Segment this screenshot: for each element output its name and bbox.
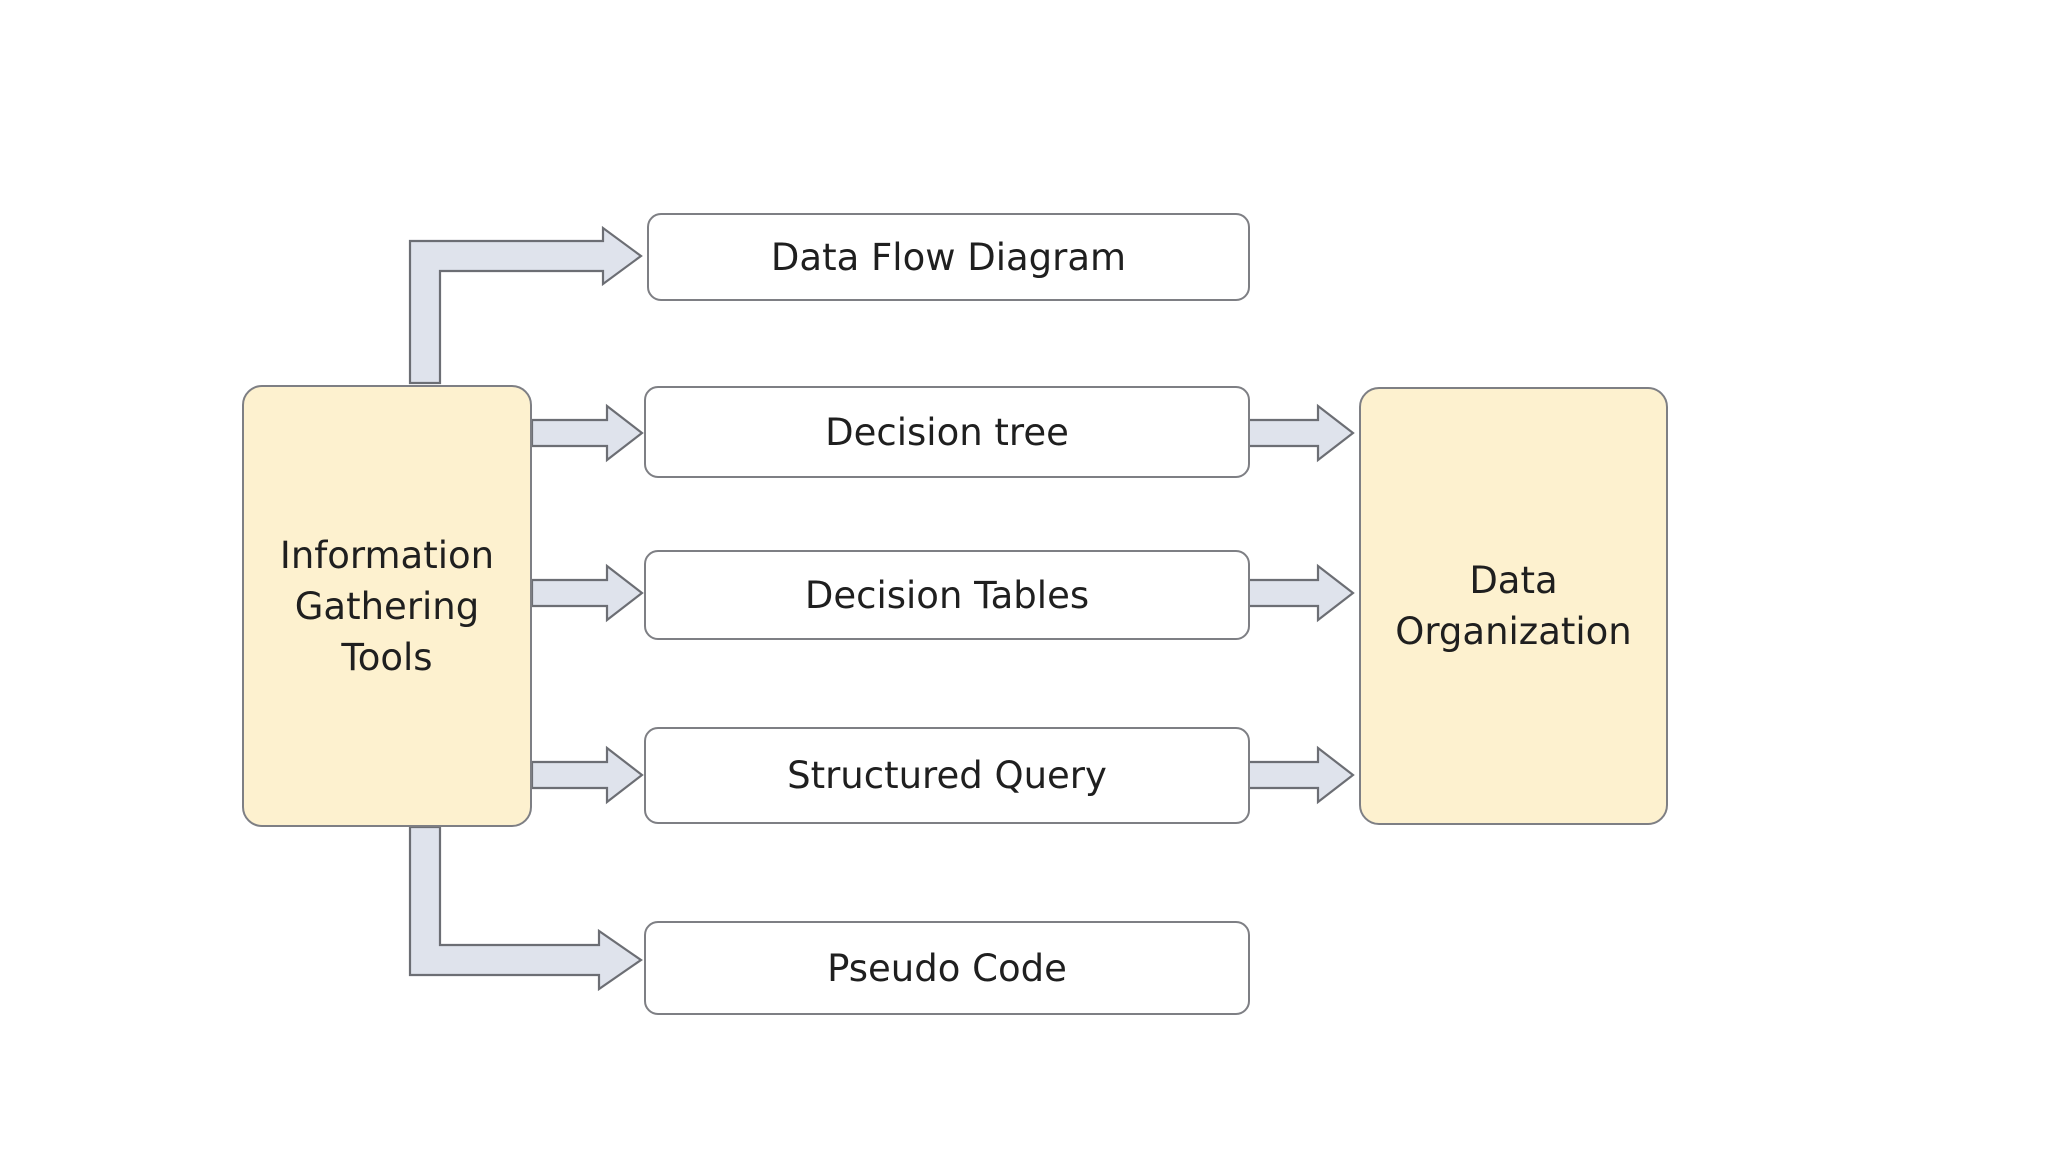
source-label-line-1: Information — [279, 533, 495, 577]
pseudo-code-label: Pseudo Code — [827, 946, 1067, 990]
target-label-line-1: Data — [1469, 559, 1558, 602]
decision-tree-box: Decision tree — [644, 386, 1250, 478]
information-gathering-tools-box: Information Gathering Tools — [242, 385, 532, 827]
arrow-to-pseudo-code — [408, 825, 643, 992]
arrow-decision-tables-to-data-organization — [1246, 563, 1355, 623]
decision-tables-label: Decision Tables — [804, 573, 1090, 617]
arrow-to-structured-query — [530, 745, 644, 805]
decision-tree-label: Decision tree — [825, 410, 1069, 454]
pseudo-code-box: Pseudo Code — [644, 921, 1250, 1015]
arrow-to-decision-tree — [530, 403, 644, 463]
source-label-line-3: Tools — [341, 635, 433, 679]
structured-query-box: Structured Query — [644, 727, 1250, 824]
information-gathering-tools-label: Information Gathering Tools — [280, 530, 494, 683]
arrow-to-decision-tables — [530, 563, 644, 623]
decision-tables-box: Decision Tables — [644, 550, 1250, 640]
target-label-line-2: Organization — [1395, 610, 1632, 653]
arrow-structured-query-to-data-organization — [1246, 745, 1355, 805]
arrow-decision-tree-to-data-organization — [1246, 403, 1355, 463]
data-flow-diagram-box: Data Flow Diagram — [647, 213, 1250, 301]
structured-query-label: Structured Query — [787, 754, 1107, 797]
data-organization-label: Data Organization — [1395, 555, 1632, 657]
source-label-line-2: Gathering — [294, 584, 480, 628]
arrow-to-data-flow-diagram — [408, 225, 643, 385]
data-organization-box: Data Organization — [1359, 387, 1668, 825]
data-flow-diagram-label: Data Flow Diagram — [770, 235, 1127, 279]
